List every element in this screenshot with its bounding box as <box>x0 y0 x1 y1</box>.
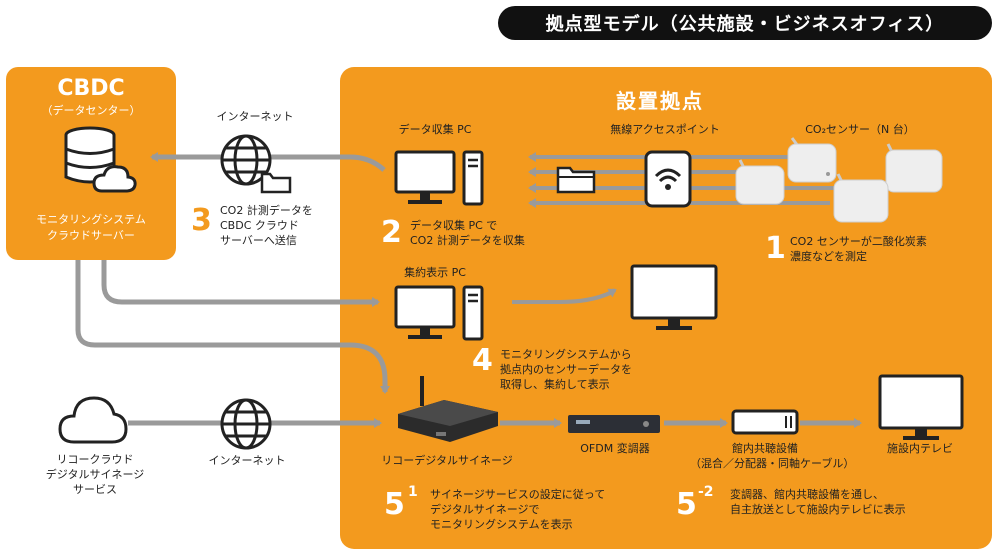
signage-player-icon <box>398 376 498 442</box>
signage-label: リコーデジタルサイネージ <box>381 454 513 467</box>
ricoh-cloud-line3: サービス <box>73 483 117 496</box>
ricoh-cloud-line1: リコークラウド <box>56 453 134 466</box>
step1-line1: CO2 センサーが二酸化炭素 <box>790 235 927 248</box>
sensor-4 <box>833 173 889 223</box>
monitor-icon <box>630 264 718 330</box>
step5-1-number: 5 <box>384 487 405 522</box>
step5-1-line2: デジタルサイネージで <box>430 503 540 516</box>
line-pc-to-cbdc <box>150 152 386 172</box>
facility-equipment-icon <box>731 409 799 435</box>
step3-line3: サーバーへ送信 <box>220 234 297 247</box>
internet-top-label: インターネット <box>216 110 294 123</box>
step4-number: 4 <box>472 343 493 378</box>
line-cbdc-to-signage <box>75 260 390 394</box>
cbdc-label-2: クラウドサーバー <box>47 229 135 242</box>
facility-line1: 館内共聴設備 <box>732 442 798 455</box>
globe-icon <box>220 398 272 450</box>
collect-pc-label: データ収集 PC <box>398 123 472 136</box>
globe-folder-icon <box>220 134 292 194</box>
tv-icon <box>878 374 964 440</box>
step4-line1: モニタリングシステムから <box>500 348 632 361</box>
folder-icon <box>556 166 596 194</box>
step5-1-sub: 1 <box>408 484 418 500</box>
step1-line2: 濃度などを測定 <box>790 250 867 263</box>
site-title: 設置拠点 <box>616 89 704 113</box>
database-cloud-icon <box>64 126 137 193</box>
sensor-3 <box>885 143 943 193</box>
access-point-label: 無線アクセスポイント <box>610 123 720 136</box>
line-cbdc-to-display <box>101 260 380 307</box>
display-pc-icon <box>394 285 484 341</box>
step5-2-sub: -2 <box>698 484 714 500</box>
step4-line3: 取得し、集約して表示 <box>500 378 610 391</box>
step3-line2: CBDC クラウド <box>220 219 299 232</box>
display-pc-label: 集約表示 PC <box>404 266 466 279</box>
internet-bottom-label: インターネット <box>208 454 286 467</box>
step2-line2: CO2 計測データを収集 <box>410 234 525 247</box>
sensor-2 <box>735 159 785 205</box>
step3-number: 3 <box>191 203 212 238</box>
sensors-label: CO₂センサー（N 台） <box>805 123 915 136</box>
step2-line1: データ収集 PC で <box>410 219 498 232</box>
ricoh-cloud-line2: デジタルサイネージ <box>45 468 145 481</box>
tv-label: 施設内テレビ <box>887 442 953 455</box>
step4-line2: 拠点内のセンサーデータを <box>500 363 632 376</box>
step3-line1: CO2 計測データを <box>220 204 313 217</box>
wifi-access-point-icon <box>644 150 692 208</box>
cbdc-label-1: モニタリングシステム <box>36 213 146 226</box>
step5-2-line2: 自主放送として施設内テレビに表示 <box>730 503 906 516</box>
cloud-icon <box>58 396 128 444</box>
facility-line2: （混合／分配器・同軸ケーブル） <box>690 457 855 470</box>
page-title: 拠点型モデル（公共施設・ビジネスオフィス） <box>498 6 992 40</box>
step1-number: 1 <box>765 231 786 266</box>
cbdc-title: CBDC <box>57 76 125 101</box>
collect-pc-icon <box>394 150 484 206</box>
step5-1-line3: モニタリングシステムを表示 <box>430 518 573 531</box>
line-display-to-monitor <box>512 288 617 304</box>
sensor-1 <box>787 137 837 183</box>
ofdm-label: OFDM 変調器 <box>580 442 650 455</box>
cbdc-subtitle: （データセンター） <box>41 104 141 117</box>
step5-2-line1: 変調器、館内共聴設備を通し、 <box>730 488 884 501</box>
step5-1-line1: サイネージサービスの設定に従って <box>430 488 606 501</box>
step2-number: 2 <box>381 215 402 250</box>
ofdm-modulator-icon <box>568 415 660 433</box>
co2-sensors-icon <box>735 137 943 223</box>
step5-2-number: 5 <box>676 487 697 522</box>
